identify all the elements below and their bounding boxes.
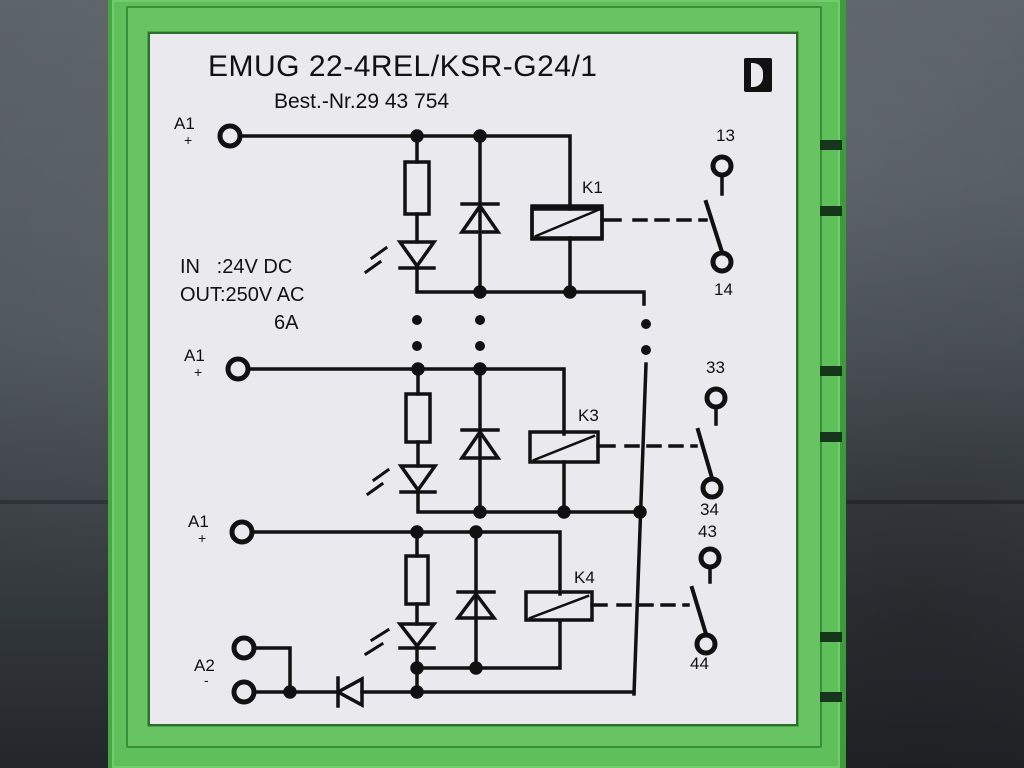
contact-44-label: 44	[690, 654, 709, 673]
terminal-a1-polarity: +	[194, 364, 203, 380]
a2-return-path	[231, 635, 636, 708]
resistor-icon	[404, 392, 432, 444]
contact-terminal-icon	[710, 250, 734, 274]
led-icon	[397, 464, 439, 494]
contact-43-label: 43	[698, 522, 717, 541]
channel-k3	[225, 356, 728, 519]
housing-notch	[820, 432, 842, 442]
relay-k4-label: K4	[574, 568, 595, 587]
protection-diode-icon	[334, 676, 364, 708]
contact-terminal-icon	[710, 154, 734, 178]
diode-icon	[458, 428, 502, 460]
terminal-a1-label: A1	[174, 114, 195, 133]
light-emission-icon	[363, 245, 389, 275]
diode-icon	[454, 590, 498, 620]
contact-14-label: 14	[714, 280, 733, 299]
contact-terminal-icon	[704, 386, 728, 410]
contact-13-label: 13	[716, 126, 735, 145]
housing-notch	[820, 206, 842, 216]
channel-k1	[217, 123, 734, 306]
light-emission-icon	[363, 627, 391, 657]
housing-notch	[820, 692, 842, 702]
circuit-schematic	[217, 123, 734, 708]
relay-coil-icon	[530, 204, 604, 240]
product-title: EMUG 22-4REL/KSR-G24/1	[208, 50, 598, 83]
terminal-a1-label: A1	[184, 346, 205, 365]
channel-k4	[229, 519, 722, 696]
housing-notch	[820, 366, 842, 376]
resistor-icon	[404, 554, 430, 606]
led-icon	[396, 622, 438, 650]
switch-contact-icon	[695, 427, 715, 481]
phoenix-contact-logo-icon	[744, 58, 772, 92]
relay-k1-label: K1	[582, 178, 603, 197]
terminal-icon	[231, 635, 257, 661]
terminal-a1-label: A1	[188, 512, 209, 531]
terminal-icon	[217, 123, 243, 149]
switch-contact-icon	[689, 585, 709, 637]
terminal-icon	[231, 679, 257, 705]
terminal-a2-label: A2	[194, 656, 215, 675]
terminal-a1-polarity: +	[184, 132, 193, 148]
order-number: Best.-Nr.29 43 754	[274, 90, 450, 113]
light-emission-icon	[365, 467, 391, 497]
contact-34-label: 34	[700, 500, 719, 519]
led-icon	[396, 240, 438, 270]
switch-contact-icon	[703, 199, 725, 255]
housing-notch	[820, 140, 842, 150]
spec-current: 6A	[274, 312, 299, 334]
contact-terminal-icon	[700, 476, 724, 500]
terminal-a2-polarity: -	[204, 672, 209, 688]
spec-output: OUT:250V AC	[180, 284, 305, 306]
relay-k3-label: K3	[578, 406, 599, 425]
contact-33-label: 33	[706, 358, 725, 377]
contact-terminal-icon	[698, 546, 722, 570]
terminal-a1-polarity: +	[198, 530, 207, 546]
diode-icon	[458, 202, 502, 234]
terminal-icon	[225, 356, 251, 382]
housing-notch	[820, 632, 842, 642]
continuation-dots	[412, 315, 651, 355]
terminal-icon	[229, 519, 255, 545]
resistor-icon	[403, 160, 431, 216]
contact-terminal-icon	[694, 632, 718, 656]
spec-input: IN :24V DC	[180, 256, 293, 278]
common-return-line	[632, 362, 648, 696]
wiring-diagram-label: EMUG 22-4REL/KSR-G24/1 Best.-Nr.29 43 75…	[148, 32, 798, 726]
